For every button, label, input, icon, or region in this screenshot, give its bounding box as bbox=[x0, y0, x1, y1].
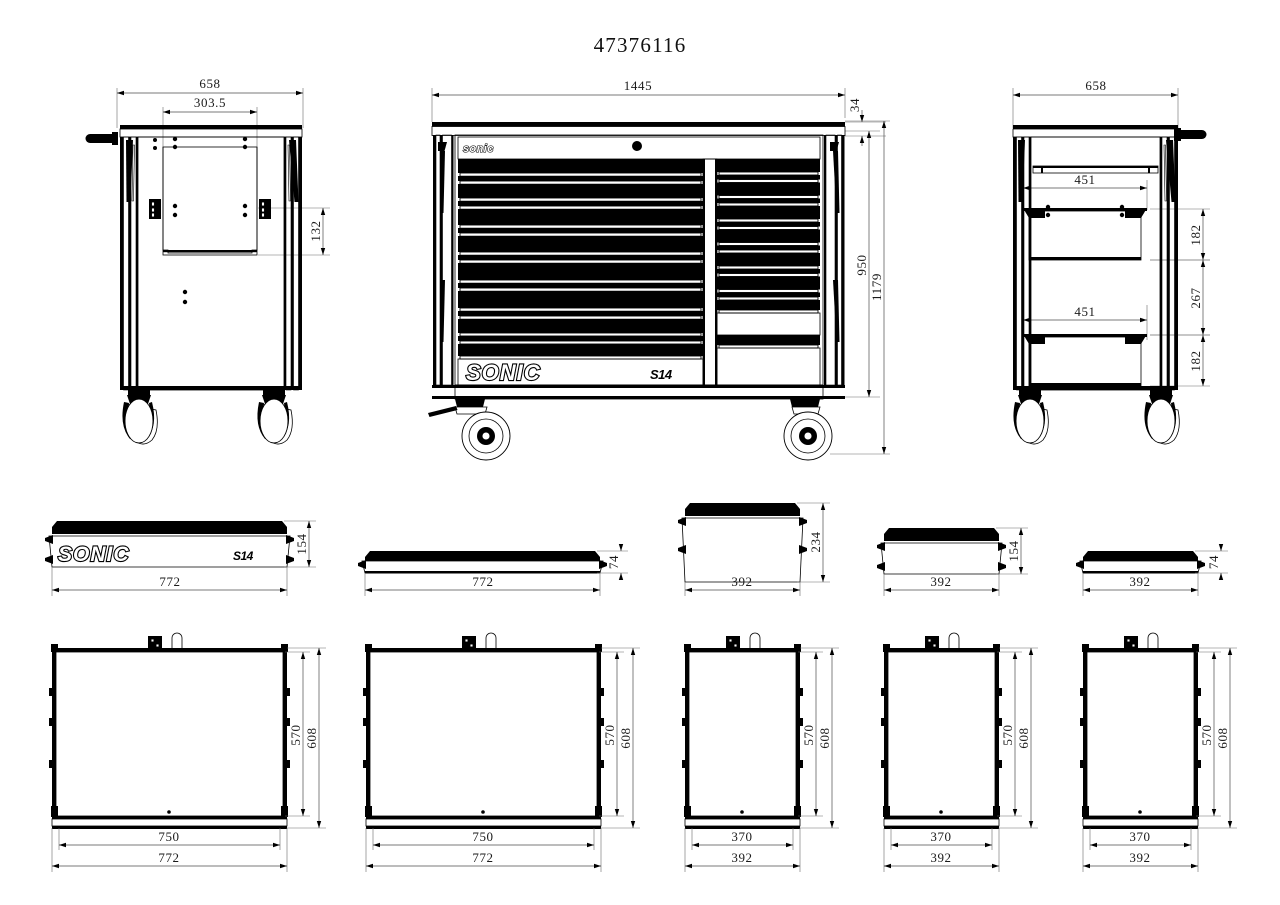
dim-label: 772 bbox=[158, 850, 179, 865]
drawer-plan-772x608-b: 570 608 750 772 bbox=[363, 632, 640, 872]
dim-label: 1179 bbox=[869, 273, 884, 301]
drawer-profile-772x74: 772 74 bbox=[358, 544, 628, 596]
dim-label: 34 bbox=[847, 98, 862, 112]
dim-label: 370 bbox=[731, 829, 752, 844]
front-logo-mark: S14 bbox=[650, 367, 673, 382]
front-top-logo: sonic bbox=[463, 143, 494, 155]
dim-label: 570 bbox=[602, 724, 617, 745]
drawer-profile-392x74: 392 74 bbox=[1076, 544, 1228, 596]
dim-label: 392 bbox=[930, 574, 951, 589]
dim-label: 74 bbox=[1206, 555, 1221, 569]
dim-1445-front: 1445 bbox=[431, 78, 846, 122]
dim-label: 750 bbox=[472, 829, 493, 844]
dim-label: 392 bbox=[1129, 574, 1150, 589]
dim-label: 658 bbox=[199, 76, 220, 91]
dim-label: 570 bbox=[288, 724, 303, 745]
drawer-plan-772x608-a: 570 608 750 772 bbox=[49, 632, 326, 872]
dim-1179-front: 1179 bbox=[830, 120, 890, 455]
dim-label: 451 bbox=[1074, 304, 1095, 319]
dim-label: 608 bbox=[817, 727, 832, 748]
dim-658-right: 658 bbox=[1012, 78, 1179, 128]
drawer-plan-392x608-c: 570 608 370 392 bbox=[1080, 632, 1237, 872]
dim-658-left: 658 bbox=[116, 76, 304, 128]
dim-label: 772 bbox=[159, 574, 180, 589]
dim-label: 772 bbox=[472, 850, 493, 865]
dim-label: 370 bbox=[930, 829, 951, 844]
front-view: 1445 34 950 1179 bbox=[428, 78, 890, 461]
dim-label: 392 bbox=[731, 574, 752, 589]
dim-label: 1445 bbox=[624, 78, 652, 93]
dim-label: 74 bbox=[606, 555, 621, 569]
profile-logo-mark: S14 bbox=[233, 549, 254, 563]
dim-label: 154 bbox=[1006, 540, 1021, 561]
tray-upper bbox=[1023, 204, 1147, 261]
dim-label: 772 bbox=[472, 574, 493, 589]
right-side-view: 658 451 451 182 bbox=[1012, 78, 1210, 445]
dim-label: 132 bbox=[308, 220, 323, 241]
profile-logo: SONIC bbox=[58, 543, 130, 566]
front-cabinet-body: sonic bbox=[428, 122, 846, 461]
dim-label: 570 bbox=[801, 724, 816, 745]
dim-label: 392 bbox=[731, 850, 752, 865]
dim-label: 392 bbox=[930, 850, 951, 865]
drawer-profile-392x234: 392 234 bbox=[678, 502, 830, 596]
caster-left bbox=[122, 390, 158, 445]
caster-front-left bbox=[428, 399, 511, 461]
bracket-right bbox=[259, 199, 271, 219]
dim-950-front: 950 bbox=[845, 130, 880, 398]
front-right-drawer-stack bbox=[716, 159, 821, 386]
dim-label: 570 bbox=[1000, 724, 1015, 745]
bracket-left bbox=[149, 199, 161, 219]
dim-451-lower: 451 bbox=[1022, 304, 1148, 340]
drawer-plan-392x608-b: 570 608 370 392 bbox=[881, 632, 1038, 872]
dim-label: 451 bbox=[1074, 172, 1095, 187]
drawer-plan-392x608-a: 570 608 370 392 bbox=[682, 632, 839, 872]
dim-label: 658 bbox=[1085, 78, 1106, 93]
dim-label: 234 bbox=[808, 531, 823, 552]
dim-label: 370 bbox=[1129, 829, 1150, 844]
tray-lower bbox=[1023, 334, 1147, 387]
caster-right-view-right bbox=[1144, 390, 1180, 445]
front-left-drawer-stack: SONIC S14 bbox=[457, 159, 704, 386]
drawer-profile-392x154: 392 154 bbox=[877, 527, 1028, 596]
right-side-body bbox=[1012, 125, 1207, 445]
caster-right-view-left bbox=[1013, 390, 1049, 445]
caster-front-right bbox=[783, 399, 833, 461]
dim-label: 608 bbox=[618, 727, 633, 748]
front-main-logo: SONIC bbox=[466, 360, 541, 385]
page-title: 47376116 bbox=[594, 33, 687, 57]
drawer-profile-772x154: SONIC S14 772 154 bbox=[45, 520, 316, 596]
dim-label: 570 bbox=[1199, 724, 1214, 745]
dim-label: 267 bbox=[1188, 287, 1203, 308]
dim-label: 950 bbox=[854, 254, 869, 275]
dim-label: 154 bbox=[294, 533, 309, 554]
left-side-view: 658 303.5 132 bbox=[85, 76, 330, 445]
dim-label: 608 bbox=[1215, 727, 1230, 748]
dim-182-lower: 182 bbox=[1150, 334, 1210, 387]
dim-label: 392 bbox=[1129, 850, 1150, 865]
dim-label: 303.5 bbox=[194, 95, 226, 110]
dim-label: 750 bbox=[158, 829, 179, 844]
left-side-body bbox=[85, 125, 303, 445]
dim-label: 608 bbox=[1016, 727, 1031, 748]
dim-34-front: 34 bbox=[845, 98, 886, 146]
dim-label: 608 bbox=[304, 727, 319, 748]
dim-label: 182 bbox=[1188, 350, 1203, 371]
caster-right bbox=[257, 390, 293, 445]
dim-label: 182 bbox=[1188, 224, 1203, 245]
